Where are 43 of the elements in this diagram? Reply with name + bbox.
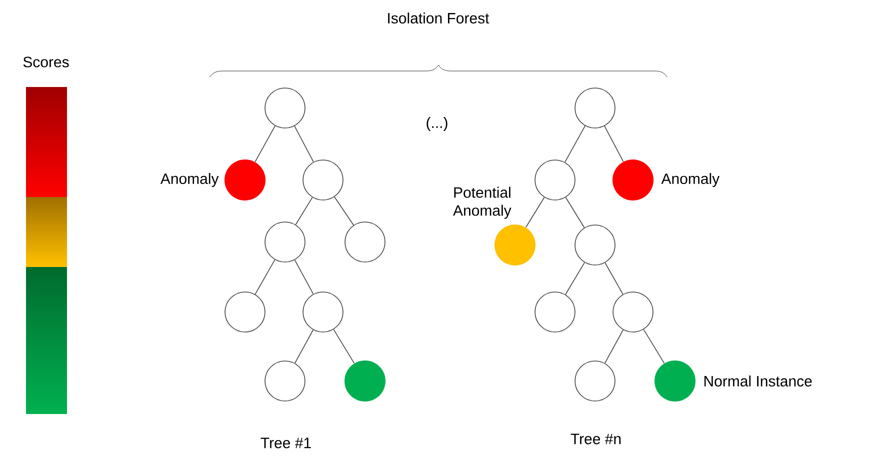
tree-node (612, 292, 654, 332)
tree-node (654, 360, 696, 402)
tree-node (612, 160, 654, 200)
tree-branch (295, 197, 313, 226)
tree-branch (643, 329, 665, 364)
tree-node (264, 360, 306, 402)
tree-branch (604, 126, 624, 162)
tree-branch (565, 196, 585, 228)
tree-node (264, 88, 306, 128)
tree-node (344, 360, 386, 402)
tree-branch (294, 260, 314, 294)
tree-branch (564, 125, 586, 163)
tree-node (224, 292, 266, 332)
tree-node (574, 360, 616, 402)
tree-branch (294, 329, 314, 364)
tree-branch (254, 125, 276, 162)
tree-branch (254, 259, 276, 295)
tree-node (344, 222, 386, 262)
scores-heading: Scores (23, 56, 69, 68)
title: Isolation Forest (388, 12, 490, 24)
tree-branch (565, 262, 585, 295)
tree-branch (294, 126, 314, 162)
tree-node (264, 222, 306, 262)
tree-node (534, 292, 576, 332)
tree-node (494, 224, 536, 266)
tree-label: Tree #n (570, 434, 621, 444)
tree-branch (525, 196, 545, 228)
tree-branch (334, 196, 354, 226)
tree-node (534, 160, 576, 200)
tree-node (574, 224, 616, 266)
tree-label: Tree #1 (260, 438, 311, 448)
tree-branch (604, 329, 624, 364)
node-caption: Anomaly (661, 173, 720, 187)
tree-node (302, 160, 344, 200)
node-caption: Normal Instance (704, 376, 812, 386)
tree-node (302, 292, 344, 332)
tree-branch (333, 329, 355, 364)
tree-node (224, 160, 266, 200)
node-caption: Anomaly (160, 173, 219, 187)
tree-branch (604, 262, 624, 295)
node-caption: Potential Anomaly (453, 186, 512, 219)
ellipsis-text: (...) (426, 117, 448, 131)
tree-node (574, 88, 616, 128)
